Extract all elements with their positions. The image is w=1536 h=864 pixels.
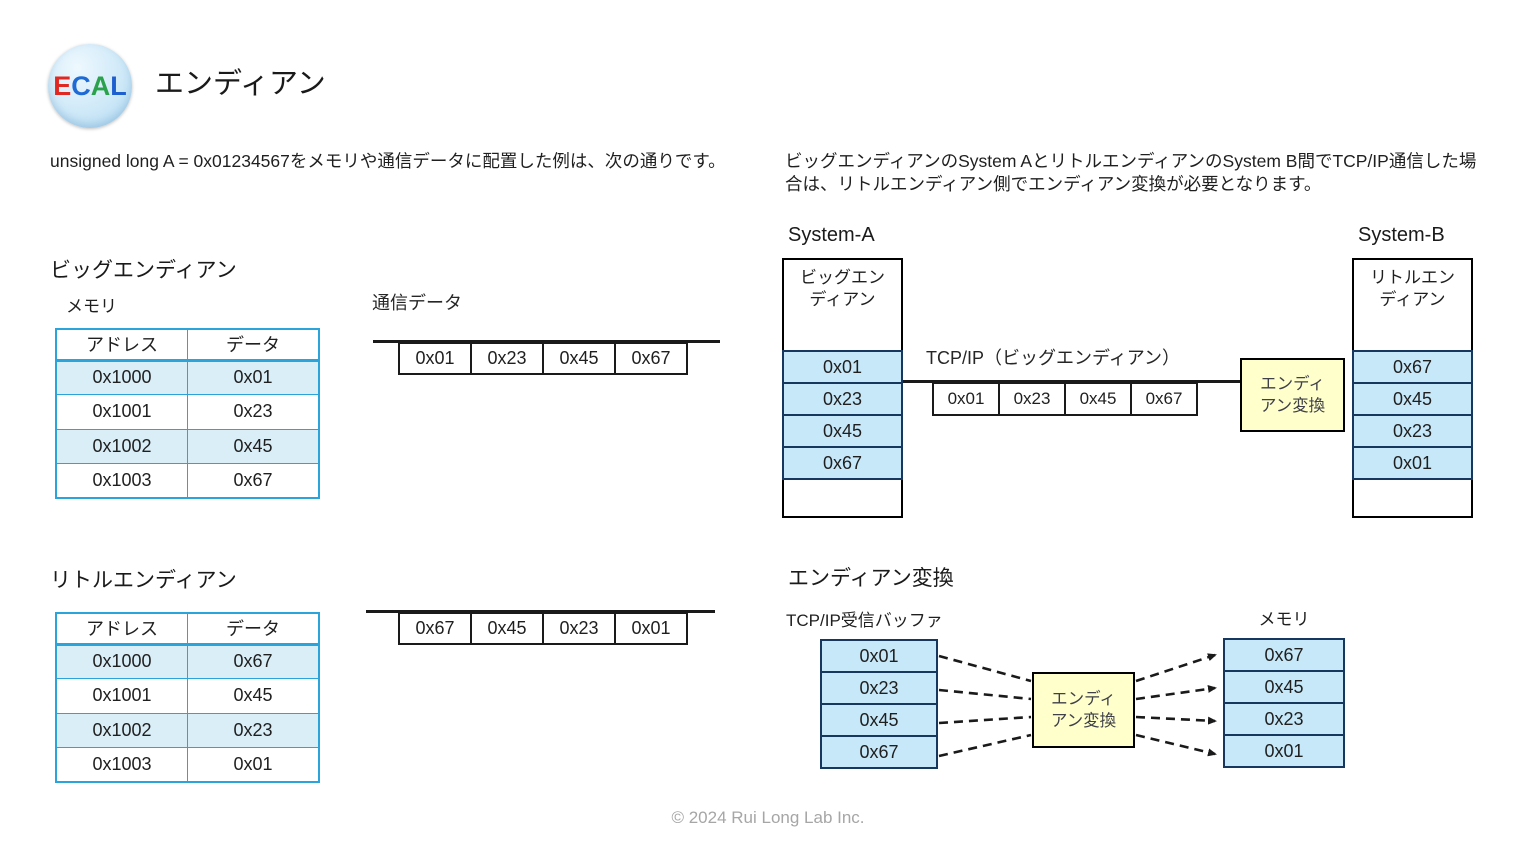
system-b-endian-label: リトルエン ディアン [1370,268,1455,309]
byte-box: 0x23 [542,612,616,645]
byte-box: 0x67 [1130,382,1198,416]
table-header-row: アドレス データ [55,328,320,362]
address-cell: 0x1001 [55,394,188,430]
system-b-title: System-B [1358,224,1445,246]
ecal-logo-text: ECAL [53,70,127,101]
data-cell: 0x67 [187,643,320,679]
byte-box: 0x23 [470,342,544,375]
byte-box: 0x23 [998,382,1066,416]
data-column-header: データ [187,612,320,646]
memory-byte-cell: 0x45 [782,414,903,448]
byte-box: 0x45 [1064,382,1132,416]
big-endian-memory-label: メモリ [66,297,117,316]
data-cell: 0x23 [187,712,320,748]
memory-label: メモリ [1258,610,1310,629]
buffer-byte-cell: 0x67 [820,735,938,769]
system-a-title: System-A [788,224,875,246]
comm-data-line [366,610,715,613]
data-column-header: データ [187,328,320,362]
byte-box: 0x01 [398,342,472,375]
little-endian-comm-data: 0x67 0x45 0x23 0x01 [366,610,715,650]
address-cell: 0x1002 [55,428,188,464]
byte-box: 0x01 [614,612,688,645]
address-cell: 0x1002 [55,712,188,748]
address-column-header: アドレス [55,328,188,362]
big-endian-comm-data: 0x01 0x23 0x45 0x67 [373,340,720,380]
endian-converter-box: エンディ アン変換 [1032,672,1135,748]
receive-buffer-stack: 0x01 0x23 0x45 0x67 [820,639,938,769]
page-title: エンディアン [155,68,326,100]
little-endian-heading: リトルエンディアン [50,569,237,592]
data-cell: 0x01 [187,359,320,395]
memory-stack: 0x67 0x45 0x23 0x01 [1223,638,1345,768]
conversion-heading: エンディアン変換 [788,567,954,590]
memory-byte-cell: 0x67 [1223,638,1345,672]
byte-box: 0x45 [470,612,544,645]
memory-byte-cell: 0x23 [1352,414,1473,448]
address-cell: 0x1001 [55,678,188,714]
system-a-endian-label: ビッグエン ディアン [800,268,885,309]
comm-data-label: 通信データ [372,293,462,313]
intro-paragraph-right: ビッグエンディアンのSystem AとリトルエンディアンのSystem B間でT… [785,151,1477,194]
data-cell: 0x01 [187,747,320,783]
data-cell: 0x23 [187,394,320,430]
comm-data-line [373,340,720,343]
memory-byte-cell: 0x67 [1352,350,1473,384]
address-cell: 0x1003 [55,463,188,499]
address-cell: 0x1000 [55,359,188,395]
memory-byte-cell: 0x45 [1223,670,1345,704]
system-b-memory-box: リトルエン ディアン 0x67 0x45 0x23 0x01 [1352,258,1473,518]
tcpip-comm-line [903,380,1240,383]
data-cell: 0x67 [187,463,320,499]
memory-byte-cell: 0x01 [1223,734,1345,768]
buffer-byte-cell: 0x23 [820,671,938,705]
byte-box: 0x45 [542,342,616,375]
buffer-byte-cell: 0x01 [820,639,938,673]
address-column-header: アドレス [55,612,188,646]
memory-byte-cell: 0x01 [1352,446,1473,480]
byte-box: 0x67 [398,612,472,645]
big-endian-heading: ビッグエンディアン [50,259,237,282]
tcpip-label: TCP/IP（ビッグエンディアン） [926,348,1181,368]
intro-paragraph-left: unsigned long A = 0x01234567をメモリや通信データに配… [50,151,726,171]
data-cell: 0x45 [187,428,320,464]
byte-box: 0x01 [932,382,1000,416]
memory-byte-cell: 0x23 [782,382,903,416]
buffer-byte-cell: 0x45 [820,703,938,737]
memory-byte-cell: 0x67 [782,446,903,480]
address-cell: 0x1003 [55,747,188,783]
memory-byte-cell: 0x01 [782,350,903,384]
system-a-memory-box: ビッグエン ディアン 0x01 0x23 0x45 0x67 [782,258,903,518]
endian-converter-box: エンディ アン変換 [1240,358,1345,432]
address-cell: 0x1000 [55,643,188,679]
conversion-arrows [938,653,1217,758]
memory-byte-cell: 0x23 [1223,702,1345,736]
tcpip-comm-data: 0x01 0x23 0x45 0x67 [932,382,1198,416]
copyright-notice: © 2024 Rui Long Lab Inc. [671,808,865,827]
ecal-logo: ECAL [48,44,132,128]
data-cell: 0x45 [187,678,320,714]
receive-buffer-label: TCP/IP受信バッファ [786,611,943,630]
memory-byte-cell: 0x45 [1352,382,1473,416]
byte-box: 0x67 [614,342,688,375]
table-header-row: アドレス データ [55,612,320,646]
